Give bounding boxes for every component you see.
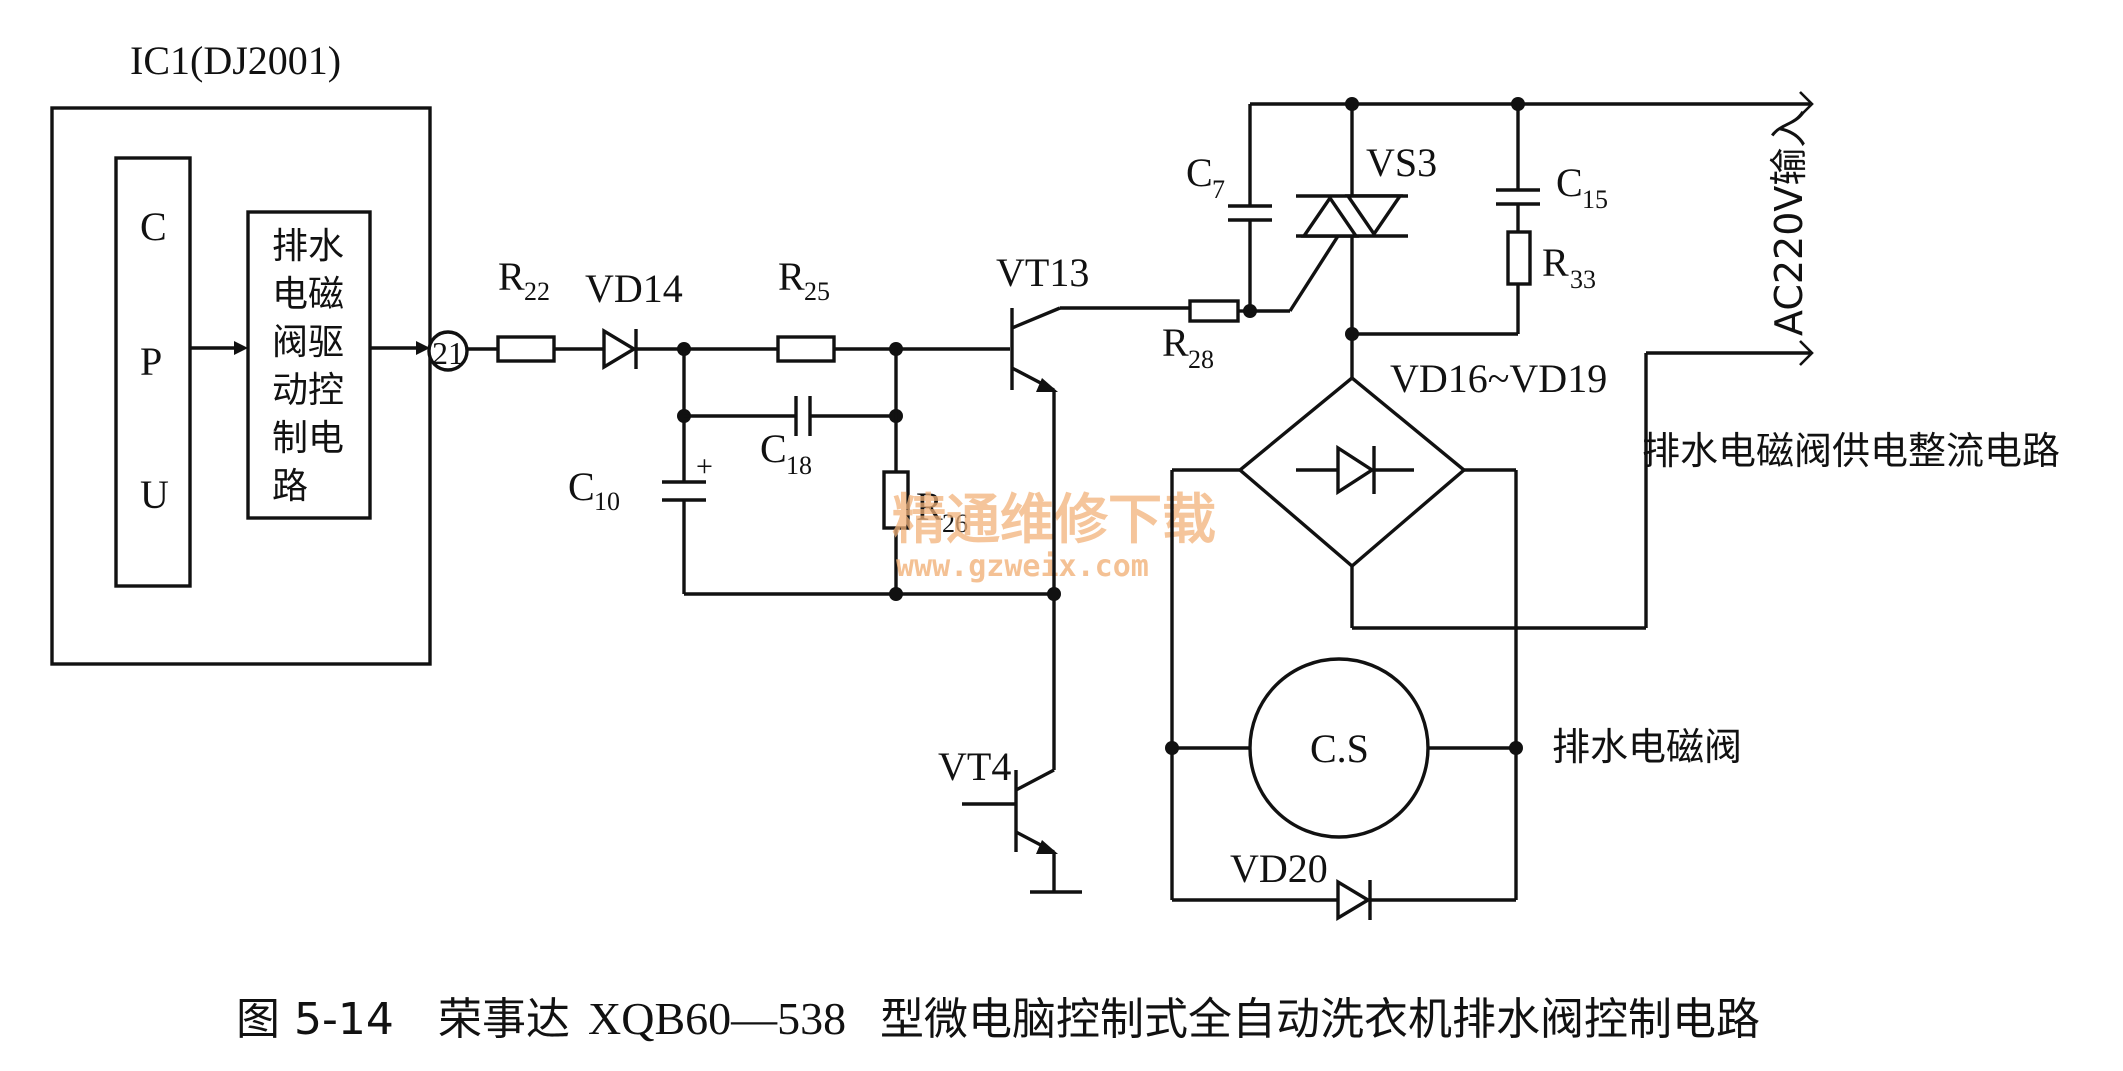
node-coil-right	[1509, 741, 1523, 755]
vd20-label: VD20	[1230, 846, 1328, 891]
node-vt13-rail	[1047, 587, 1061, 601]
r26-sub: 26	[942, 509, 968, 538]
r25-label: R	[778, 254, 805, 299]
coil-label: C.S	[1310, 726, 1369, 771]
node-coil-left	[1165, 741, 1179, 755]
diode-vd14	[602, 327, 638, 371]
c18-sub: 18	[786, 451, 812, 480]
c15-sub: 15	[1582, 185, 1608, 214]
r22-sub: 22	[524, 277, 550, 306]
vt13-label: VT13	[996, 250, 1089, 295]
r25-sub: 25	[804, 277, 830, 306]
c10-sub: 10	[594, 487, 620, 516]
resistor-r25	[776, 335, 836, 363]
driver-box	[246, 210, 372, 520]
transistor-vt4-collector	[1015, 768, 1055, 792]
triac-gate-lead	[1288, 235, 1340, 312]
r33-label: R	[1542, 240, 1569, 285]
driver-line-5: 制电	[272, 418, 344, 459]
ac-input-label: AC220V输入	[1767, 110, 1811, 336]
cpu-letter-u: U	[140, 472, 169, 517]
solenoid-coil-cs	[1248, 657, 1430, 839]
c15-label: C	[1556, 160, 1583, 205]
resistor-r26	[882, 470, 910, 530]
c7-label: C	[1186, 150, 1213, 195]
r28-label: R	[1162, 320, 1189, 365]
r22-label: R	[498, 254, 525, 299]
c18-label: C	[760, 426, 787, 471]
ac-terminal-top	[1799, 91, 1814, 117]
driver-to-pin-arrowhead	[416, 341, 430, 355]
transistor-vt4-arrow	[1036, 840, 1058, 854]
transistor-vt13-collector	[1011, 306, 1061, 330]
driver-line-4: 动控	[272, 370, 344, 411]
c10-label: C	[568, 464, 595, 509]
cpu-letter-p: P	[140, 339, 162, 384]
triac-vs3-triangle-right	[1344, 194, 1404, 238]
c10-plus-sign: +	[696, 450, 713, 483]
driver-line-3: 阀驱	[272, 322, 344, 363]
driver-line-2: 电磁	[272, 274, 344, 315]
vt4-label: VT4	[938, 744, 1011, 789]
cpu-box	[114, 156, 192, 588]
resistor-r22	[496, 335, 556, 363]
bridge-label: VD16~VD19	[1390, 356, 1607, 401]
resistor-r33	[1506, 230, 1532, 286]
pin-21-circle	[427, 330, 469, 372]
ic1-label: IC1(DJ2001)	[130, 38, 341, 83]
cpu-letter-c: C	[140, 204, 167, 249]
ac-terminal-bottom	[1799, 340, 1814, 366]
triac-vs3-triangle-left	[1300, 194, 1360, 238]
node-b-bottom	[889, 587, 903, 601]
vd14-label: VD14	[585, 266, 683, 311]
bridge-diode-symbol	[1336, 444, 1376, 496]
cpu-to-driver-arrowhead	[234, 341, 248, 355]
valve-description: 排水电磁阀	[1552, 725, 1742, 769]
figure-number: 图 5-14	[236, 994, 394, 1045]
vs3-label: VS3	[1366, 140, 1437, 185]
watermark-url: www.gzweix.com	[896, 549, 1149, 584]
diode-vd20	[1336, 878, 1372, 922]
resistor-r28	[1188, 299, 1240, 323]
pin-21-label: 21	[432, 335, 464, 371]
ic1-box	[50, 106, 432, 666]
rectifier-description: 排水电磁阀供电整流电路	[1642, 429, 2060, 473]
r33-sub: 33	[1570, 265, 1596, 294]
r26-label: R	[916, 484, 943, 529]
figure-title-prefix: 荣事达	[438, 994, 570, 1045]
r28-sub: 28	[1188, 345, 1214, 374]
driver-line-1: 排水	[272, 226, 344, 267]
figure-title-suffix: 型微电脑控制式全自动洗衣机排水阀控制电路	[880, 994, 1760, 1045]
transistor-vt13-arrow	[1036, 378, 1058, 392]
figure-model: XQB60—538	[588, 993, 846, 1044]
driver-line-6: 路	[272, 466, 308, 507]
c7-sub: 7	[1212, 175, 1225, 204]
